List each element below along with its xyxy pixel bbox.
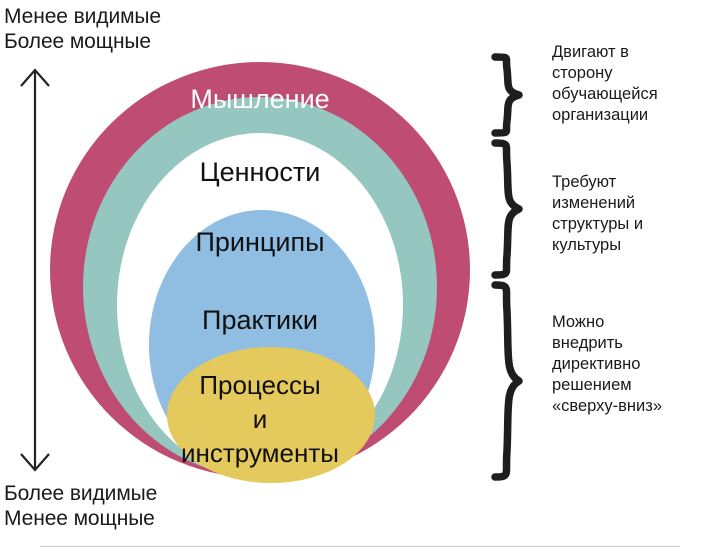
note-text-1: Двигают в сторону обучающейся организаци… — [552, 43, 658, 124]
axis-label-top: Менее видимые Более мощные — [4, 5, 161, 53]
ring-label-values: Ценности — [199, 157, 321, 187]
ring-processes — [167, 347, 375, 483]
ring-label-principles: Принципы — [195, 227, 325, 257]
ring-label-processes: Процессы и инструменты — [181, 370, 339, 468]
brace-group — [491, 53, 523, 481]
axis-label-bottom: Более видимые Менее мощные — [4, 482, 158, 530]
note-text-2: Требуют изменений структуры и культуры — [552, 173, 644, 254]
curly-brace-icon-2 — [491, 139, 523, 279]
note-text-3: Можно внедрить директивно решением «свер… — [552, 313, 663, 415]
double-headed-vertical-arrow-icon — [20, 68, 50, 472]
curly-brace-icon-3 — [491, 281, 523, 481]
ring-label-practices: Практики — [202, 305, 318, 335]
nested-ellipses-group — [50, 62, 470, 483]
curly-brace-icon-1 — [491, 53, 523, 137]
bottom-divider — [40, 546, 680, 547]
ring-label-mindset: Мышление — [190, 84, 330, 114]
